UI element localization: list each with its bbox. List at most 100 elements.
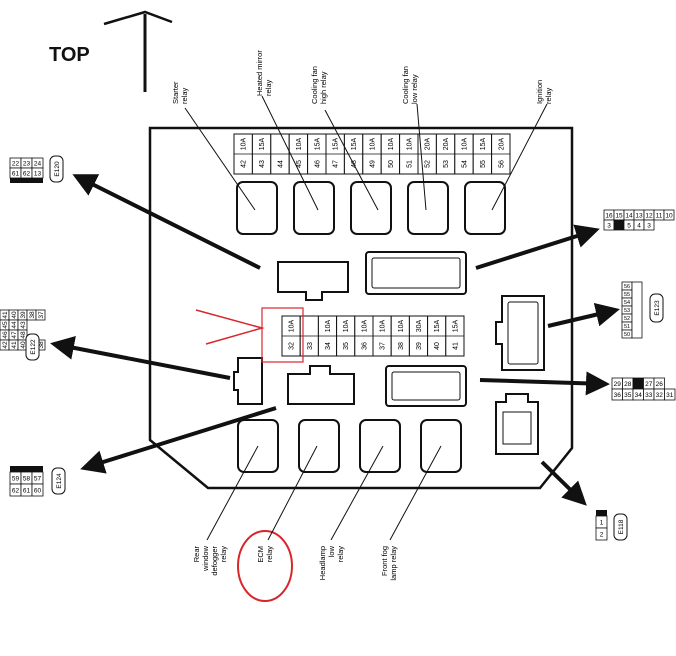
- fuse-33: 33: [299, 315, 319, 357]
- connector-pin-number: 32: [656, 392, 664, 399]
- connector-pin-number: 3: [647, 222, 651, 229]
- connector-pin: 14: [623, 209, 635, 221]
- connector-pin: 16: [603, 209, 615, 221]
- connector-pin-number: 40: [11, 311, 18, 319]
- relay-label-line: relay: [336, 546, 345, 563]
- heated-mirror-relay-socket: [293, 181, 335, 235]
- connector-tag: E123: [649, 293, 664, 323]
- relay-label-line: Ignition: [535, 80, 544, 104]
- connector-pin: 53: [621, 305, 633, 315]
- fuse-amp-label: 15A: [259, 137, 266, 150]
- relay-label-line: Cooling fan: [401, 66, 410, 104]
- connector-pin: 37: [35, 309, 46, 321]
- connector-shape-lower-right: [495, 393, 539, 455]
- fuse-amp-label: 15A: [434, 319, 441, 332]
- connector-pin-number: 38: [38, 341, 45, 349]
- connector-pin: 31: [664, 388, 676, 401]
- fuse-amp-label: 15A: [314, 137, 321, 150]
- connector-pin: 41: [0, 309, 10, 321]
- connector-pin-number: 14: [625, 212, 633, 219]
- relay-label-line: Cooling fan: [310, 66, 319, 104]
- long-slot-lower-inner: [391, 371, 461, 401]
- connector-pin-number: 62: [23, 170, 31, 177]
- connector-shape-right-inner: [507, 301, 539, 365]
- connector-tag-label: E118: [618, 519, 625, 534]
- connector-pin-number: 37: [38, 311, 45, 319]
- relay-label-line: Front fog: [380, 546, 389, 576]
- connector-pin: 51: [621, 321, 633, 331]
- fuse-amp-label: 10A: [241, 137, 248, 150]
- connector-pin: 50: [621, 329, 633, 339]
- fuse-amp-label: 20A: [443, 137, 450, 150]
- ecm-relay-socket: [298, 419, 340, 473]
- front-fog-relay-socket: [420, 419, 462, 473]
- connector-pin-number: 60: [34, 487, 42, 494]
- connector-tag-label: E122: [30, 339, 37, 355]
- connector-pin-number: 47: [11, 331, 18, 339]
- block-components: [233, 251, 545, 455]
- connector-pin: 54: [621, 297, 633, 307]
- relay-label-line: relay: [180, 87, 189, 104]
- fuse-amp-label: 10A: [398, 319, 405, 332]
- fuse-amp-label: 10A: [289, 319, 296, 332]
- connector-pin: 35: [622, 388, 634, 401]
- fuse-amp-label: 10A: [296, 137, 303, 150]
- connector-pin-number: 23: [23, 160, 31, 167]
- relay-label-line: lamp relay: [389, 546, 398, 581]
- fuse-amp-label: 15A: [333, 137, 340, 150]
- fuse-amp-label: 20A: [498, 137, 505, 150]
- fuse-44: 44: [270, 133, 290, 175]
- connector-pin: 28: [622, 377, 634, 390]
- relay-label-line: Headlamp: [318, 546, 327, 580]
- fuse-amp-label: 10A: [361, 319, 368, 332]
- connector-pin-number: 53: [624, 308, 630, 314]
- connector-pin: 12: [643, 209, 655, 221]
- fuse-number-label: 55: [480, 160, 487, 168]
- connector-tag: E120: [49, 155, 64, 183]
- connector-pin: 39: [17, 309, 28, 321]
- connector-pin: 43: [17, 319, 28, 331]
- connector-pin: 2: [595, 527, 608, 541]
- starter-relay-socket: [236, 181, 278, 235]
- relay-row-top: [236, 181, 506, 235]
- connector-pin: 27: [643, 377, 655, 390]
- fuse-amp-label: 10A: [325, 319, 332, 332]
- connector-pin-number: 15: [615, 212, 623, 219]
- relay-label-line: Starter: [171, 81, 180, 104]
- connector-pin-number: 42: [2, 341, 9, 349]
- fuse-40: 15A 40: [427, 315, 447, 357]
- fuse-number-label: 40: [434, 342, 441, 350]
- connector-pin-number: 41: [11, 341, 18, 349]
- fuse-number-label: 48: [351, 160, 358, 168]
- long-slot-lower: [385, 365, 467, 407]
- connector-pin-number: 44: [11, 321, 18, 329]
- connector-pin-number: 10: [665, 212, 673, 219]
- connector-pin: 13: [31, 167, 44, 179]
- connector-pin-number: 34: [635, 392, 643, 399]
- connector-pin: 60: [31, 483, 44, 497]
- fuse-number-label: 43: [259, 160, 266, 168]
- connector-pin: 38: [26, 309, 37, 321]
- connector-pin-number: 4: [637, 222, 641, 229]
- connector-pin-number: 45: [2, 321, 9, 329]
- connector-pin-number: 26: [656, 381, 664, 388]
- connector-pin-number: 54: [624, 300, 630, 306]
- connector-pin-number: 61: [12, 170, 20, 177]
- connector-pin-number: 58: [23, 475, 31, 482]
- connector-pin: 10: [663, 209, 675, 221]
- fuse-number-label: 50: [388, 160, 395, 168]
